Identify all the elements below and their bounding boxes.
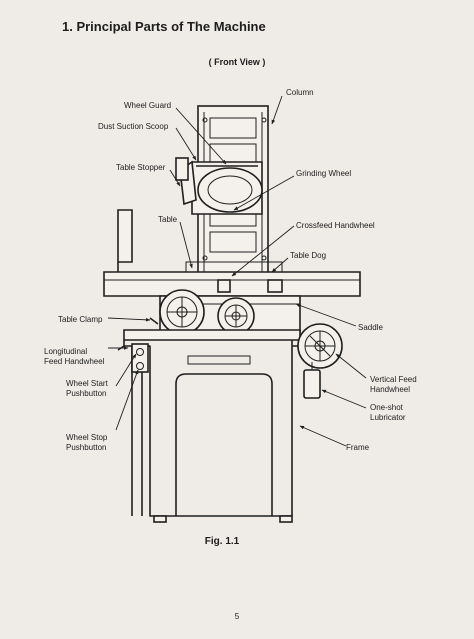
label-dust-suction-scoop: Dust Suction Scoop [98,122,169,131]
longitudinal-handwheel [159,289,205,335]
label-one-shot-2: Lubricator [370,413,406,422]
frame [117,329,301,523]
label-wheel-start-1: Wheel Start [66,379,109,388]
label-wheel-start-2: Pushbutton [66,389,106,398]
wheel-stop-pushbutton [136,362,144,370]
leader-lines [107,95,367,447]
part-labels: Column Wheel Guard Dust Suction Scoop Ta… [44,88,417,452]
label-frame: Frame [346,443,370,452]
wheel-start-pushbutton [136,348,144,356]
figure-caption: Fig. 1.1 [205,536,240,547]
label-wheel-guard: Wheel Guard [124,101,171,110]
label-wheel-stop-2: Pushbutton [66,443,106,452]
label-vertical-feed-2: Handwheel [370,385,410,394]
label-crossfeed-handwheel: Crossfeed Handwheel [296,221,375,230]
grinding-wheel [197,167,263,213]
label-table-stopper: Table Stopper [116,163,166,172]
label-longitudinal-2: Feed Handwheel [44,357,105,366]
table-clamp [149,317,159,325]
pushbuttons [131,343,149,373]
label-wheel-stop-1: Wheel Stop [66,433,108,442]
vertical-feed-handwheel [297,323,343,369]
label-one-shot-1: One-shot [370,403,404,412]
section-heading: 1. Principal Parts of The Machine [62,19,266,34]
label-table-dog: Table Dog [290,251,326,260]
label-vertical-feed-1: Vertical Feed [370,375,417,384]
table-dog [267,279,283,293]
crossfeed-handwheel [217,297,255,335]
machine-drawing [103,105,361,523]
label-saddle: Saddle [358,323,383,332]
label-column: Column [286,88,314,97]
view-title: ( Front View ) [209,57,266,67]
label-longitudinal-1: Longitudinal [44,347,87,356]
table-stopper [175,157,189,181]
one-shot-lubricator [303,362,321,399]
page-number: 5 [235,612,240,621]
label-table-clamp: Table Clamp [58,315,103,324]
table [103,261,361,297]
label-table: Table [158,215,178,224]
label-grinding-wheel: Grinding Wheel [296,169,351,178]
